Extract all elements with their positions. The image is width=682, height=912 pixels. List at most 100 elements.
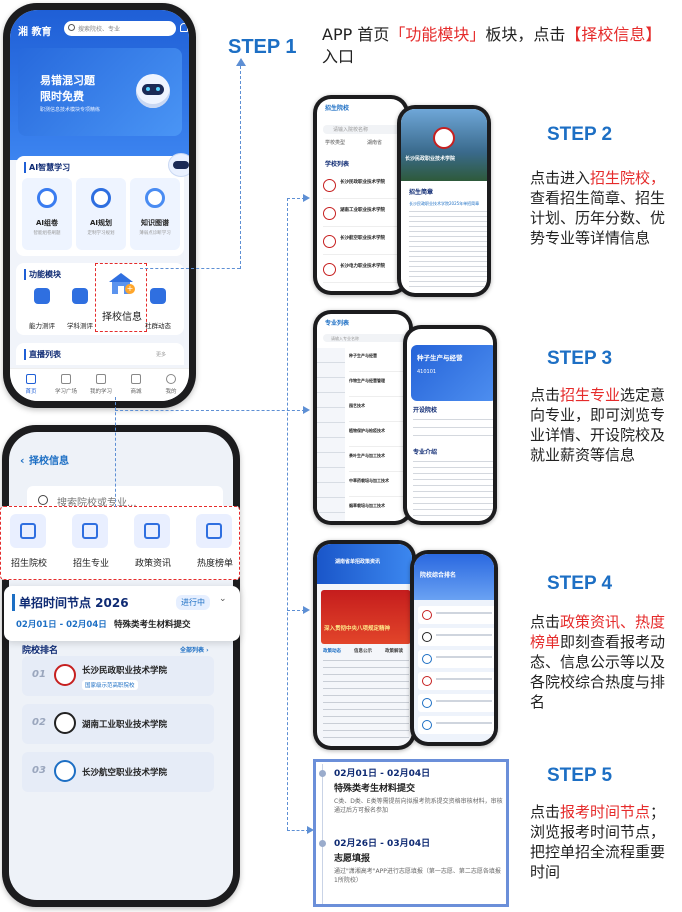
mini-major-row[interactable]: 种子生产与经营 <box>349 350 409 372</box>
school-logo-icon <box>422 720 432 730</box>
mini-rank-row[interactable] <box>418 694 494 712</box>
school-seal-icon <box>433 127 455 149</box>
live-more-link[interactable]: 更多 <box>156 352 167 358</box>
mini-rank-row[interactable] <box>418 716 494 734</box>
mini-tab[interactable]: 政策动态 <box>323 649 341 654</box>
mini-school-row[interactable]: 长沙航空职业技术学院 <box>323 231 403 255</box>
tab-item[interactable]: 我的 <box>154 372 188 400</box>
category-label: 招生院校 <box>10 559 47 569</box>
school-choice-label: 择校信息 <box>102 312 142 323</box>
mini-school-row[interactable]: 长沙电力职业技术学院 <box>323 259 403 283</box>
search-input[interactable]: 搜索院校、专业 <box>64 21 176 36</box>
step1-text: APP 首页 <box>322 25 390 44</box>
func-item[interactable]: 社群动态 <box>138 286 178 330</box>
mini-major-name: 作物生产与经营管理 <box>349 378 385 383</box>
text-line <box>436 678 492 680</box>
ai-item[interactable]: 知识图谱薄弱点诊断学习 <box>130 178 180 250</box>
assistant-robot-icon[interactable] <box>168 153 189 177</box>
mini-search-input[interactable]: 请输入专业名称 <box>323 334 407 342</box>
home-screen: 湘 教育 搜索院校、专业 易错混习题 限时免费 职测信息技术模块专项精练 AI智… <box>10 10 189 401</box>
timeline-event: 特殊类考生材料提交 <box>114 620 191 630</box>
tab-item[interactable]: 首页 <box>14 372 48 400</box>
page-title: 择校信息 <box>29 456 69 467</box>
connector <box>140 268 240 269</box>
category-item[interactable]: 热度榜单 <box>186 512 242 576</box>
icon-glyph <box>144 523 160 539</box>
bell-icon[interactable] <box>180 23 188 32</box>
step5-text-2: ；浏览报考时间节点，把控单招全流程重要时间 <box>530 803 666 881</box>
mini-major-row[interactable]: 植物保护与检疫技术 <box>349 425 409 447</box>
timeline-dot <box>319 770 326 777</box>
category-sidebar <box>317 348 345 521</box>
connector <box>287 198 288 830</box>
mini-search-placeholder: 请输入院校名称 <box>333 127 369 133</box>
tab-label: 我的学习 <box>89 389 112 395</box>
category-item[interactable]: 招生院校 <box>0 512 56 576</box>
mini-major-row[interactable]: 中草药栽培与加工技术 <box>349 475 409 497</box>
tab-item[interactable]: 我的学习 <box>84 372 118 400</box>
promo-banner[interactable]: 易错混习题 限时免费 职测信息技术模块专项精练 <box>18 48 182 136</box>
mini-major-row[interactable]: 烟草栽培与加工技术 <box>349 500 409 521</box>
icon-glyph <box>20 523 36 539</box>
mini-school-name: 长沙航空职业技术学院 <box>340 236 385 241</box>
arrow-right-icon <box>307 826 314 834</box>
category-item[interactable]: 招生专业 <box>62 512 118 576</box>
subject-test-icon <box>72 288 88 304</box>
school-logo-icon <box>422 676 432 686</box>
tab-item[interactable]: 商城 <box>119 372 153 400</box>
mini-filter-2[interactable]: 湖南省 <box>367 140 383 146</box>
text-lines <box>409 211 487 291</box>
func-item[interactable]: 能力测评 <box>22 286 62 330</box>
mini-banner-text: 深入贯彻中央八项规定精神 <box>324 626 391 632</box>
mini-major-row[interactable]: 作物生产与经营管理 <box>349 375 409 397</box>
search-icon <box>38 495 48 505</box>
func-item[interactable]: 学科测评 <box>60 286 100 330</box>
mini-search-input[interactable]: 请输入院校名称 <box>323 125 403 134</box>
mini-tab[interactable]: 信息公示 <box>354 649 372 654</box>
banner-title-1: 易错混习题 <box>40 74 95 87</box>
tab-item[interactable]: 学习广场 <box>49 372 83 400</box>
mini-rank-row[interactable] <box>418 672 494 690</box>
mini-section-2: 专业介绍 <box>413 449 438 456</box>
step4-text-2: 即刻查看报考动态、信息公示等以及各院校综合热度与排名 <box>530 633 666 711</box>
mini-rank-row[interactable] <box>418 606 494 624</box>
banner-title-2: 限时免费 <box>40 90 84 103</box>
school-choice-entry[interactable]: + 择校信息 <box>95 263 147 332</box>
step1-highlight-1: 「功能模块」 <box>389 25 486 44</box>
ai-item[interactable]: AI规划定制学习规划 <box>76 178 126 250</box>
back-icon[interactable]: ‹ <box>20 454 25 467</box>
category-item[interactable]: 政策资讯 <box>124 512 180 576</box>
diamond-icon <box>72 514 108 548</box>
mini-school-row[interactable]: 长沙民政职业技术学院 <box>323 175 403 199</box>
mini-filter-1[interactable]: 学校类型 <box>325 140 346 146</box>
mini-tab[interactable]: 政策解读 <box>385 649 403 654</box>
mini-major-row[interactable]: 园艺技术 <box>349 400 409 422</box>
policy-banner[interactable]: 深入贯彻中央八项规定精神 <box>321 590 411 644</box>
school-list-phone: 招生院校 请输入院校名称 学校类型 湖南省 学校列表 长沙民政职业技术学院湖南工… <box>313 95 409 295</box>
building-icon <box>10 514 46 548</box>
ai-item[interactable]: AI组卷智能组卷刷题 <box>22 178 72 250</box>
mini-major-name: 中草药栽培与加工技术 <box>349 478 389 483</box>
ai-item-sub: 薄弱点诊断学习 <box>139 231 171 236</box>
mini-major-row[interactable]: 茶叶生产与加工技术 <box>349 450 409 472</box>
rank-all-link[interactable]: 全部列表 › <box>180 647 209 654</box>
step2-desc: 点击进入招生院校，查看招生简章、招生计划、历年分数、优势专业等详情信息 <box>530 168 670 248</box>
step3-label: STEP 3 <box>547 348 613 369</box>
step2-text: 点击进入 <box>530 169 591 187</box>
school-logo-icon <box>323 207 336 220</box>
icon-glyph <box>82 523 98 539</box>
tab-label: 我的 <box>165 389 177 395</box>
chevron-down-icon[interactable]: ⌄ <box>219 594 227 604</box>
mini-rank-row[interactable] <box>418 628 494 646</box>
mini-school-row[interactable]: 湖南工业职业技术学院 <box>323 203 403 227</box>
mini-brochure-link[interactable]: 长沙民政职业技术学院2025年单招简章 <box>409 201 480 206</box>
func-section-title: 功能模块 <box>24 269 61 280</box>
ai-plan-icon <box>91 188 111 208</box>
timeline-card[interactable]: 单招时间节点 2026 进行中 ⌄ 02月01日 - 02月04日 特殊类考生材… <box>4 586 240 641</box>
school-detail-phone: 长沙民政职业技术学院 招生简章 长沙民政职业技术学院2025年单招简章 <box>397 105 491 297</box>
square-icon <box>61 374 71 384</box>
mini-rank-row[interactable] <box>418 650 494 668</box>
